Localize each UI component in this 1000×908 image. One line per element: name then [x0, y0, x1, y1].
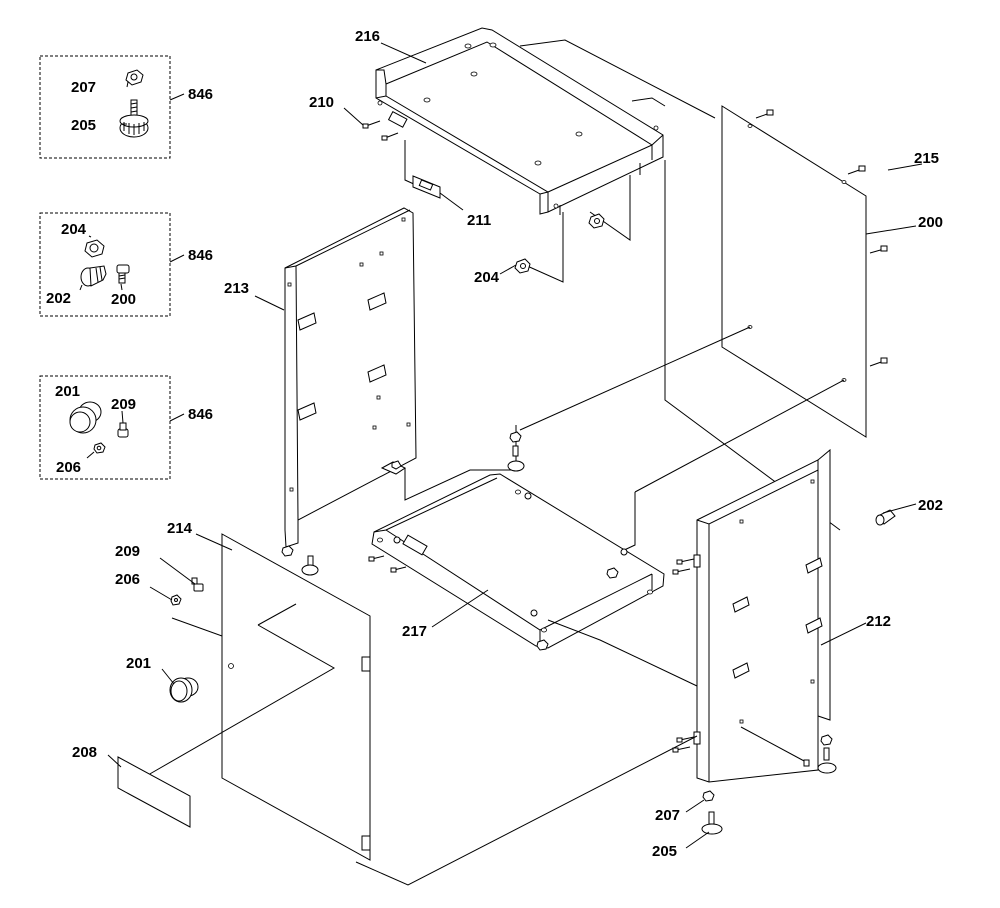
- side-panel-212: [547, 448, 831, 783]
- kit-box-3: [39, 375, 171, 480]
- washer-206: [170, 594, 182, 606]
- screw-212-5: [740, 726, 810, 767]
- label-204-kit: 204: [61, 221, 87, 238]
- label-216: 216: [355, 28, 380, 45]
- bumper-202-right: [875, 509, 896, 526]
- kit2-nut-icon: [84, 239, 105, 258]
- label-204: 204: [474, 269, 500, 286]
- screw-200-2: [847, 165, 866, 175]
- foot-205-bottom: [701, 811, 723, 835]
- screw-212-3: [676, 736, 695, 743]
- kit-box-2: [39, 212, 171, 317]
- label-846-b: 846: [188, 247, 213, 264]
- door-panel-214: [147, 533, 698, 886]
- label-206-kit: 206: [56, 459, 81, 476]
- label-200-kit: 200: [111, 291, 136, 308]
- screw-200-1: [755, 109, 774, 119]
- kit3-knob-icon: [69, 401, 102, 434]
- nut-207-bottom: [702, 790, 715, 802]
- label-205: 205: [652, 843, 677, 860]
- top-panel-216: [375, 27, 664, 215]
- label-201-kit: 201: [55, 383, 80, 400]
- label-202: 202: [918, 497, 943, 514]
- kit1-leveling-foot-icon: [119, 99, 149, 138]
- label-200: 200: [918, 214, 943, 231]
- foot-mid: [507, 431, 525, 472]
- kit3-screw-icon: [117, 422, 129, 438]
- nut-204-mid: [514, 258, 531, 274]
- bracket-211: [412, 175, 441, 199]
- label-211: 211: [467, 212, 491, 229]
- knob-201: [169, 677, 199, 703]
- label-213: 213: [224, 280, 249, 297]
- label-846-a: 846: [188, 86, 213, 103]
- label-212: 212: [866, 613, 891, 630]
- label-215: 215: [914, 150, 939, 167]
- label-214: 214: [167, 520, 193, 537]
- side-panel-213: [284, 207, 517, 548]
- foot-212: [817, 734, 837, 774]
- screw-209: [191, 577, 204, 592]
- kit2-screw-icon: [116, 264, 130, 284]
- screw-212-2: [672, 568, 691, 575]
- foot-213: [301, 555, 319, 576]
- label-202-kit: 202: [46, 290, 71, 307]
- label-210: 210: [309, 94, 334, 111]
- screw-210-b: [381, 132, 399, 141]
- screw-212-1: [676, 558, 695, 565]
- label-208: 208: [72, 744, 97, 761]
- nut-204-top: [588, 213, 605, 229]
- screw-200-4: [869, 357, 888, 367]
- label-206: 206: [115, 571, 140, 588]
- screw-200-3: [869, 245, 888, 254]
- screw-212-4: [672, 746, 691, 753]
- kit-box-1: [39, 55, 171, 159]
- screw-bottom-a: [368, 555, 385, 562]
- label-217: 217: [402, 623, 427, 640]
- kit3-washer-icon: [93, 442, 106, 454]
- screw-210-a: [362, 120, 381, 129]
- label-209-kit: 209: [111, 396, 136, 413]
- nut-213: [281, 545, 294, 557]
- label-207-kit: 207: [71, 79, 96, 96]
- kit1-nut-icon: [125, 69, 144, 86]
- label-846-c: 846: [188, 406, 213, 423]
- leader-lines: [79, 42, 923, 849]
- screw-bottom-b: [390, 566, 407, 573]
- label-205-kit: 205: [71, 117, 96, 134]
- label-207: 207: [655, 807, 680, 824]
- bottom-panel-217: [371, 473, 665, 651]
- kit2-bumper-icon: [80, 265, 107, 287]
- label-201: 201: [126, 655, 151, 672]
- label-plate-208: [117, 756, 191, 828]
- label-209: 209: [115, 543, 140, 560]
